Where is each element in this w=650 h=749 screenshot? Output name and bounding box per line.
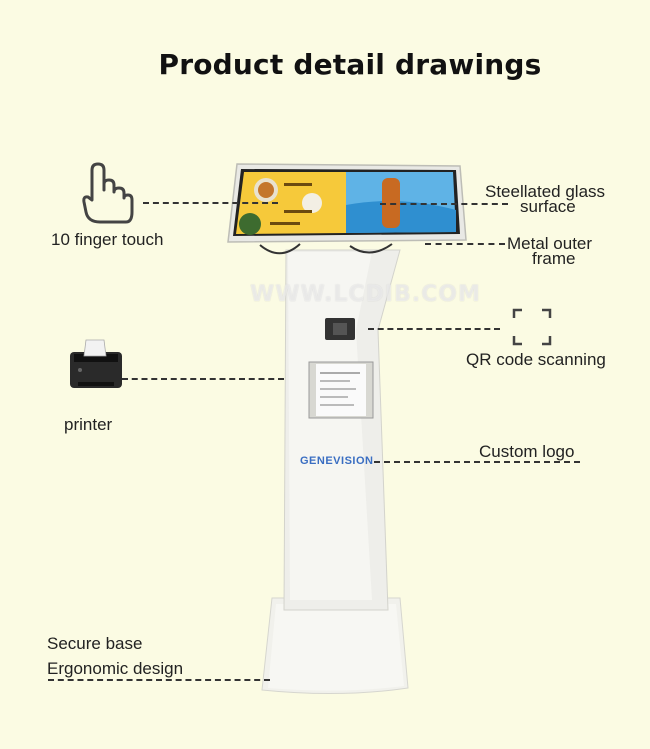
printer-icon [70,339,122,388]
logo-leader-line [374,461,580,463]
glass-leader-line [380,203,508,205]
scan-frame-icon [512,308,552,346]
label-custom-logo: Custom logo [479,442,575,461]
label-finger-touch: 10 finger touch [51,230,164,249]
touch-leader-line [143,202,278,204]
label-qr: QR code scanning [466,350,606,369]
hand-pointer-icon [82,162,134,224]
metal-leader-line [425,243,505,245]
label-secure-base: Secure base [47,634,143,653]
qr-leader-line [368,328,500,330]
label-glass-line2: surface [520,197,576,216]
label-glass-line1: Steellated glass [485,182,606,201]
label-metal-line1: Metal outer [507,234,593,253]
brand-logo: GENEVISION [300,455,374,467]
page-title: Product detail drawings [158,48,542,81]
base-leader-line [48,679,270,681]
label-printer: printer [64,415,113,434]
printer-leader-line [122,378,284,380]
label-metal-line2: frame [532,249,576,268]
label-ergonomic: Ergonomic design [47,659,184,678]
watermark: WWW.LCDIB.COM [250,282,481,307]
